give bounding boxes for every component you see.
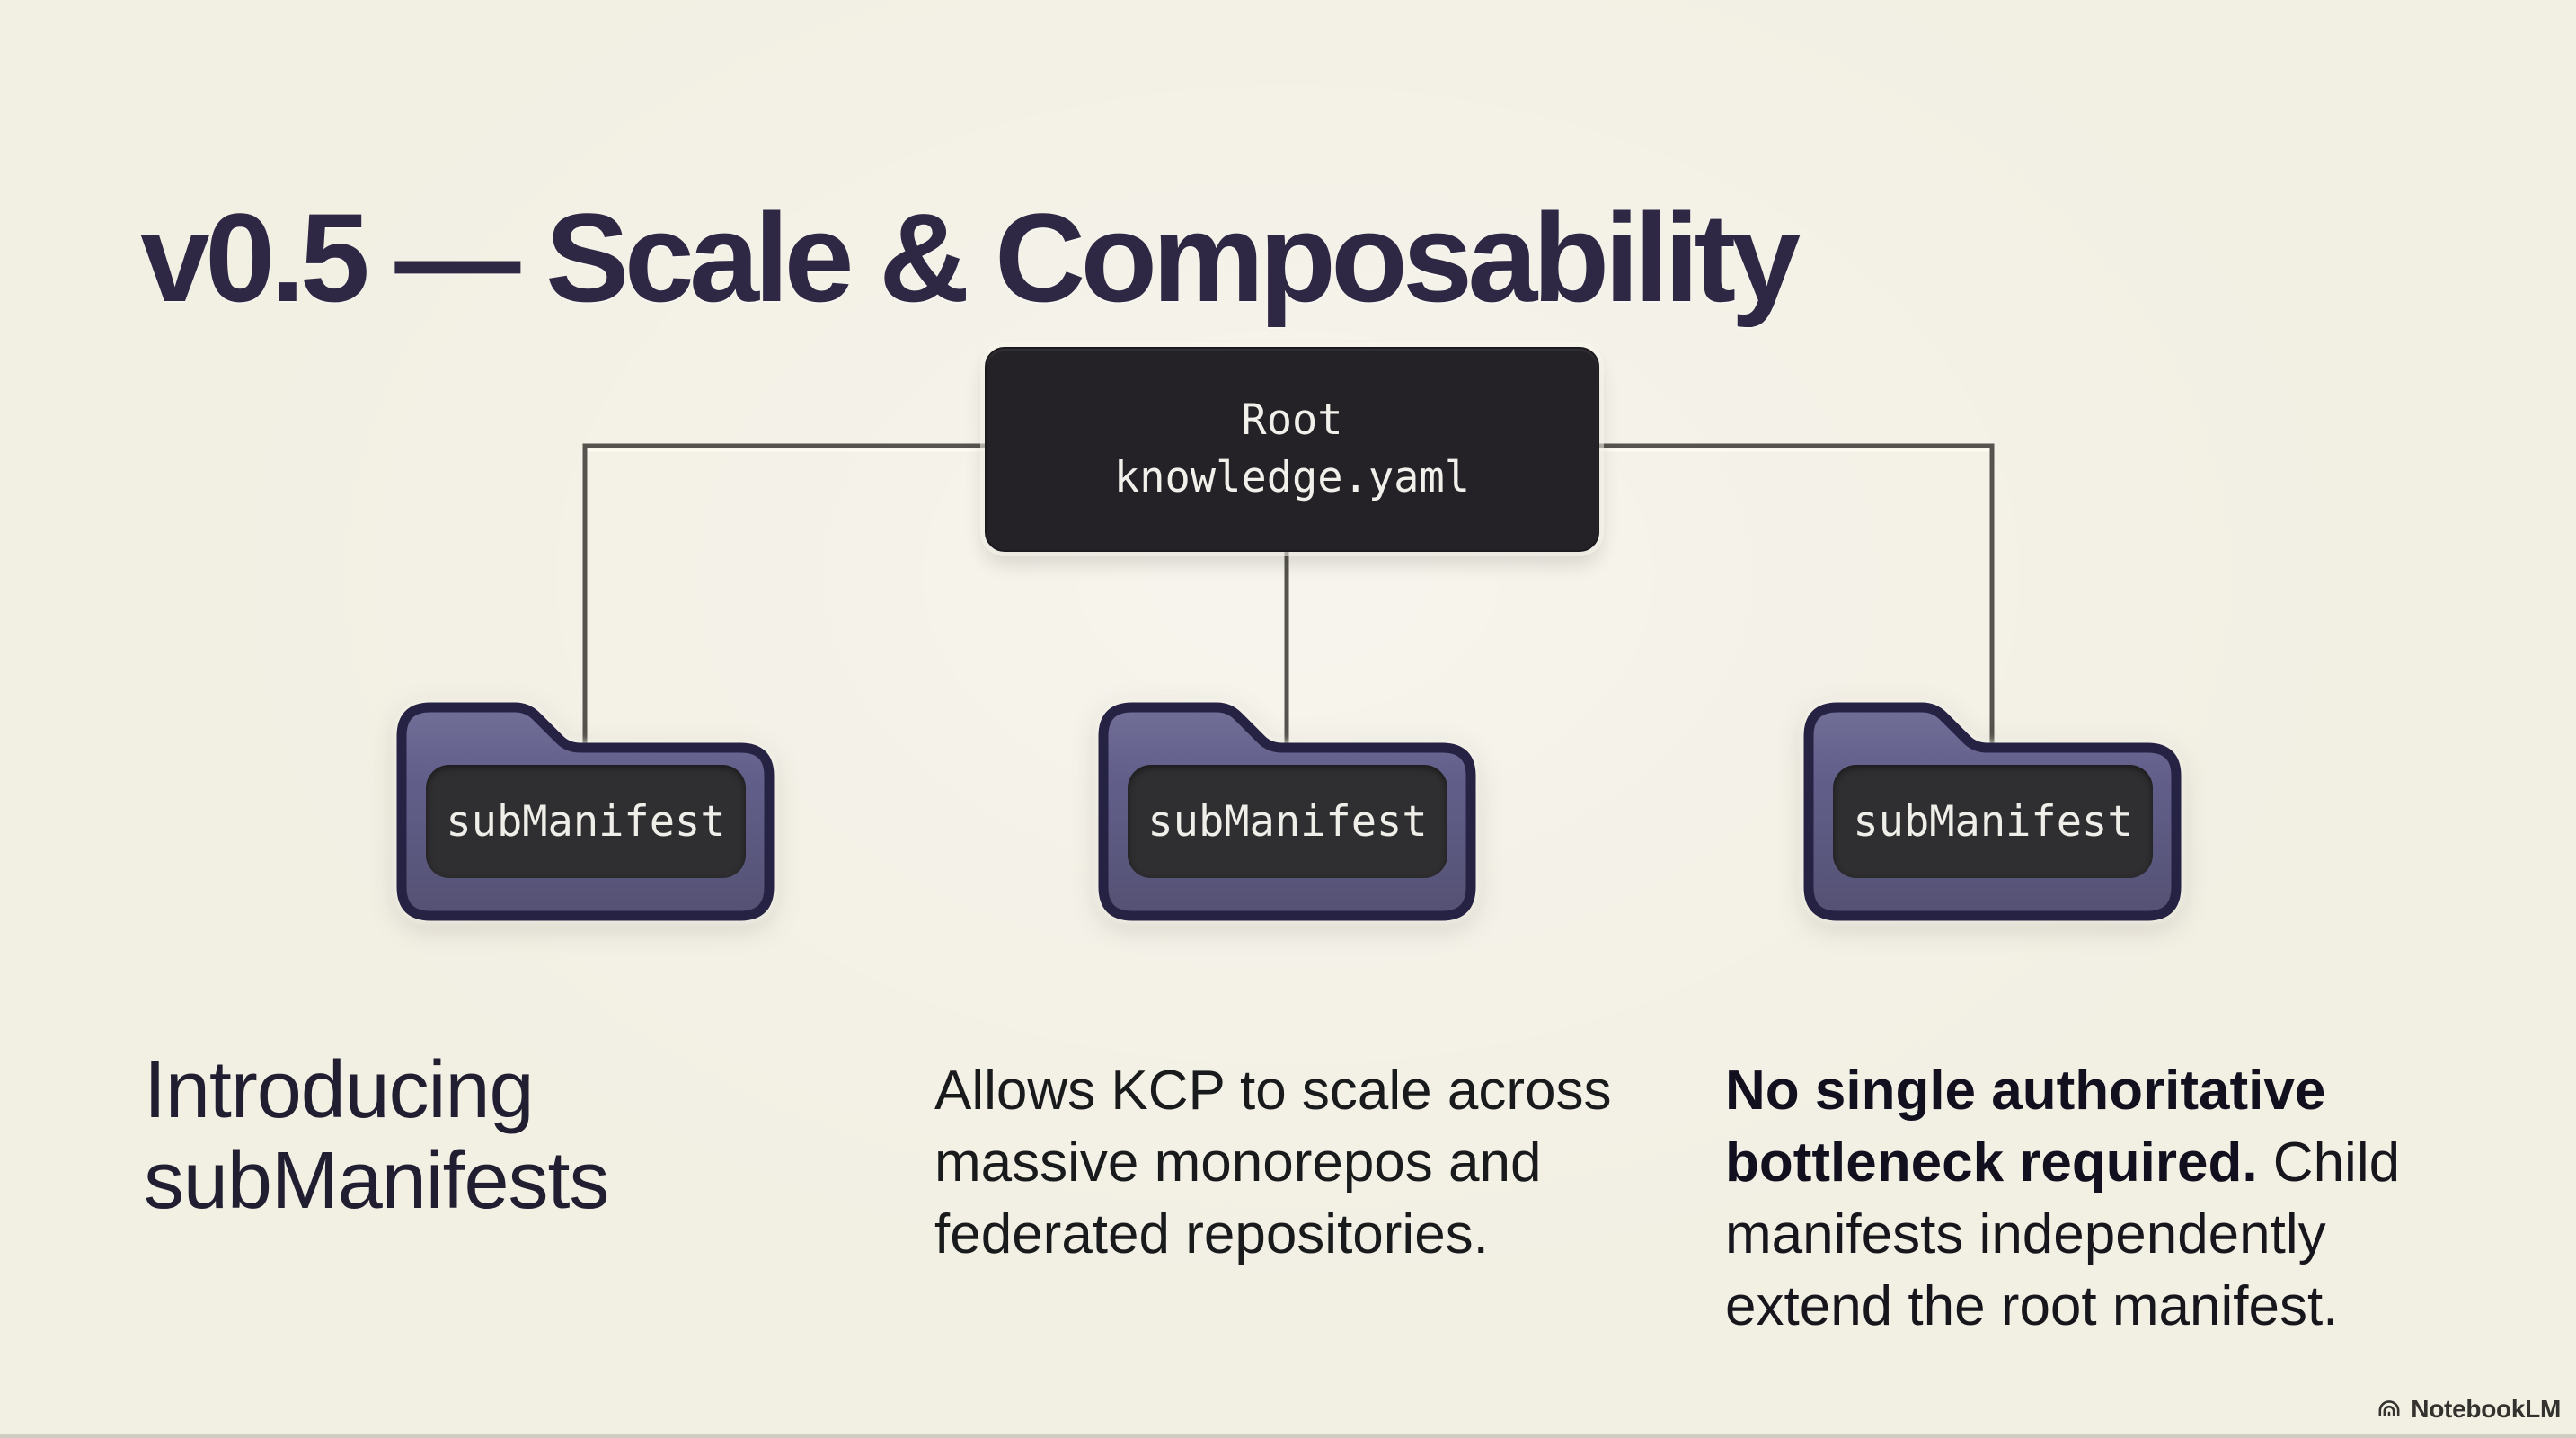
slide-title: v0.5 — Scale & Composability [140, 186, 1801, 328]
root-node-label-line1: Root [1241, 395, 1343, 445]
note-bottleneck-description: No single authoritative bottleneck requi… [1725, 1055, 2426, 1343]
folder-label-text: subManifest [1147, 796, 1428, 847]
submanifest-folder-3: subManifest [1803, 697, 2182, 921]
note-scale-description: Allows KCP to scale across massive monor… [934, 1060, 1612, 1265]
root-manifest-node: Root knowledge.yaml [985, 347, 1599, 552]
folder-label-box: subManifest [426, 765, 746, 878]
watermark-label: NotebookLM [2411, 1395, 2561, 1423]
folder-label-box: subManifest [1128, 765, 1447, 878]
submanifest-folder-1: subManifest [396, 697, 775, 921]
note-bottleneck-rest: Child manifests independently extend the… [1725, 1132, 2401, 1337]
submanifest-folder-2: subManifest [1098, 697, 1476, 921]
notebooklm-logo-icon [2378, 1400, 2400, 1416]
connector-right [1599, 443, 1995, 746]
note-bottleneck-bold-lead: No single authoritative bottleneck requi… [1725, 1060, 2326, 1194]
connector-left [582, 443, 985, 746]
note-introducing-submanifests: Introducing subManifests [144, 1045, 609, 1226]
root-node-label-line2: knowledge.yaml [1113, 453, 1471, 502]
folder-label-text: subManifest [446, 796, 726, 847]
folder-label-box: subManifest [1833, 765, 2153, 878]
notebooklm-watermark: NotebookLM [2376, 1395, 2561, 1424]
folder-label-text: subManifest [1853, 796, 2133, 847]
